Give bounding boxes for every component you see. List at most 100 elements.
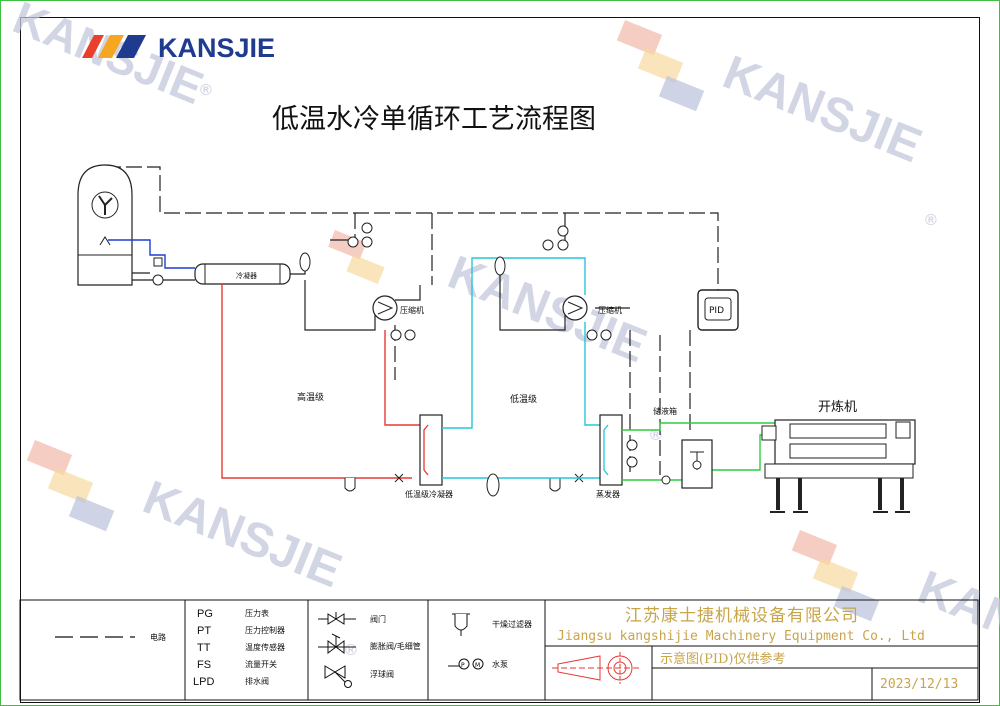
compressor-low-glyph xyxy=(567,301,584,315)
legend-frame xyxy=(19,599,979,701)
oil-separator-icon xyxy=(299,252,311,272)
watermark-stripe xyxy=(68,495,115,532)
abbr-desc: 压力表 xyxy=(245,608,269,618)
dryer-filter-icon xyxy=(344,478,356,492)
flow-switch-icon xyxy=(153,257,163,267)
float-valve-icon xyxy=(324,665,352,688)
logo-stripe-red xyxy=(82,35,104,58)
low-temp-process-lines xyxy=(499,272,630,331)
condenser-label: 冷凝器 xyxy=(236,271,257,280)
mill-legs xyxy=(776,478,904,510)
spray-icon xyxy=(99,236,111,246)
mill-label: 开炼机 xyxy=(818,400,857,415)
page-title: 低温水冷单循环工艺流程图 xyxy=(272,104,596,135)
watermark-text: KANSJIE xyxy=(911,561,1000,688)
control-panel-icon[interactable] xyxy=(895,421,911,439)
abbr-code: LPD xyxy=(193,676,214,688)
pressure-gauge-icon[interactable] xyxy=(557,239,569,251)
abbr-code: PT xyxy=(197,625,211,637)
logo-stripe-blue xyxy=(116,35,146,58)
watermark-stripe xyxy=(616,20,663,56)
cascade-coil xyxy=(423,424,429,476)
compressor-low-label: 压缩机 xyxy=(598,305,622,315)
cascade-condenser-label: 低温级冷凝器 xyxy=(405,489,453,499)
cooling-water-lines xyxy=(108,239,195,269)
pressure-controller-icon[interactable] xyxy=(600,329,612,341)
pressure-gauge-icon[interactable] xyxy=(347,236,359,248)
electric-circuit-lines xyxy=(105,166,719,475)
temperature-sensor-icon[interactable] xyxy=(626,439,638,451)
pressure-gauge-icon[interactable] xyxy=(390,329,402,341)
watermark-stripe xyxy=(791,530,838,566)
pid-display xyxy=(704,297,732,321)
watermark-stripe xyxy=(346,254,385,285)
drawing-date: 2023/12/13 xyxy=(880,677,958,692)
logo-stripe-orange xyxy=(98,35,124,58)
svg-text:P: P xyxy=(461,662,465,669)
liquid-tank-label: 储液箱 xyxy=(653,406,677,416)
temperature-sensor-icon[interactable] xyxy=(626,456,638,468)
evaporator-coil xyxy=(603,424,609,476)
logo-text: KANSJIE xyxy=(158,33,275,63)
watermark-stripe xyxy=(47,467,94,504)
pressure-gauge-icon[interactable] xyxy=(361,236,373,248)
evaporator xyxy=(599,414,623,486)
disclaimer-note: 示意图(PID)仅供参考 xyxy=(660,651,785,667)
water-pump-icon[interactable] xyxy=(661,475,671,485)
cascade-condenser xyxy=(419,414,443,486)
watermark-stripe xyxy=(637,47,684,84)
watermark-registered: ® xyxy=(650,427,662,444)
pressure-gauge-icon[interactable] xyxy=(542,239,554,251)
condenser: 冷凝器 xyxy=(194,263,291,285)
gauge-group-high xyxy=(347,222,416,341)
cooling-tower xyxy=(77,164,133,286)
low-stage-label: 低温级 xyxy=(510,393,537,405)
gauge-group-low xyxy=(542,225,612,341)
high-stage-label: 高温级 xyxy=(297,391,324,403)
compressor-high-icon[interactable] xyxy=(372,295,398,321)
dryer-filter-icon xyxy=(549,478,561,492)
company-name-cn: 江苏康士捷机械设备有限公司 xyxy=(625,606,859,626)
pressure-controller-icon[interactable] xyxy=(557,225,569,237)
watermark-registered: ® xyxy=(925,212,937,229)
legend-block: 电路 PG 压力表 PT 压力控制器 TT 温度传感器 FS 流量开关 LPD … xyxy=(19,599,979,701)
expansion-valve-icon[interactable] xyxy=(394,473,404,483)
compressor-low-icon[interactable] xyxy=(562,295,588,321)
pid-label: PID xyxy=(709,306,724,316)
watermark-stripe xyxy=(833,585,880,622)
abbr-code: FS xyxy=(197,659,211,671)
symbol-desc: 干燥过滤器 xyxy=(492,619,532,629)
dryer-filter-icon xyxy=(452,613,470,636)
abbr-desc: 压力控制器 xyxy=(245,625,285,635)
mill-base xyxy=(764,463,914,479)
abbr-desc: 排水阀 xyxy=(245,676,269,686)
abbr-code: TT xyxy=(197,642,211,654)
watermark-stripe xyxy=(812,557,859,594)
watermark-registered: ® xyxy=(200,82,212,99)
pressure-controller-icon[interactable] xyxy=(404,329,416,341)
cooling-water-return-line xyxy=(132,272,195,281)
level-float-icon xyxy=(692,460,702,470)
symbol-desc: 膨胀阀/毛细管 xyxy=(370,641,421,651)
roller-bottom xyxy=(789,443,887,459)
high-temp-refrigerant-lines xyxy=(221,284,420,479)
oil-separator-icon xyxy=(494,256,506,276)
abbr-desc: 温度传感器 xyxy=(245,642,285,652)
evaporator-label: 蒸发器 xyxy=(596,489,620,499)
watermark-registered: ® xyxy=(345,642,357,659)
pid-controller[interactable]: PID xyxy=(697,289,739,331)
pressure-gauge-icon[interactable] xyxy=(586,329,598,341)
abbr-code: PG xyxy=(197,608,213,620)
fan-icon xyxy=(91,191,119,219)
cooling-tower-body xyxy=(77,164,133,286)
mill-machine: 开炼机 xyxy=(761,400,916,513)
water-pump-icon xyxy=(152,274,164,286)
watermark-text: KANSJIE xyxy=(716,46,929,173)
fan-blades-icon xyxy=(98,195,113,215)
circuit-legend-label: 电路 xyxy=(150,632,166,642)
pressure-controller-icon[interactable] xyxy=(361,222,373,234)
brand-logo: KANSJIE xyxy=(82,33,275,63)
drawing-border xyxy=(20,17,980,703)
compressor-high-label: 压缩机 xyxy=(400,305,424,315)
